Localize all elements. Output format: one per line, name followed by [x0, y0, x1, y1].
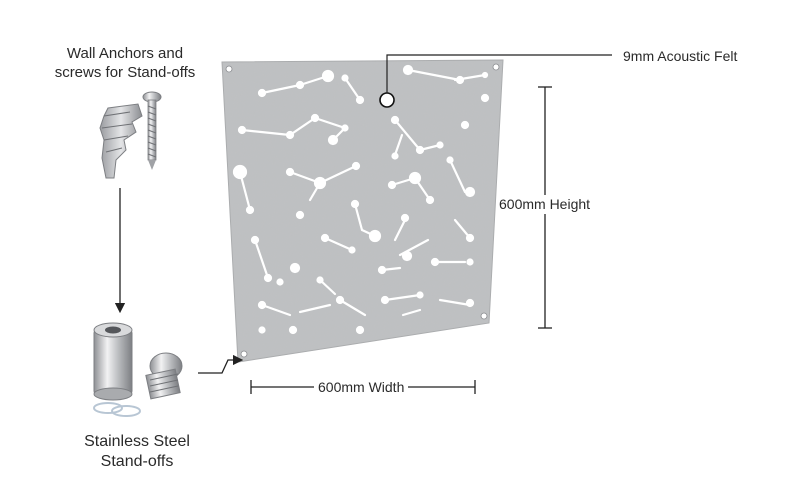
- standoffs-label-line2: Stand-offs: [100, 453, 174, 470]
- standoff-to-panel-arrow: [198, 354, 244, 374]
- acoustic-felt-panel: [221, 59, 504, 363]
- standoff-barrel-icon: [93, 322, 133, 401]
- standoff-washer-icon: [93, 402, 141, 417]
- height-label: 600mm Height: [497, 195, 593, 214]
- panel-corner-holes: [225, 63, 500, 358]
- acoustic-felt-label: 9mm Acoustic Felt: [623, 48, 738, 64]
- constellation-pattern: [232, 64, 490, 335]
- wall-anchor-icon: [99, 103, 143, 179]
- screw-icon: [142, 91, 162, 170]
- wall-anchors-label: Wall Anchors and screws for Stand-offs: [40, 44, 210, 82]
- standoff-cap-screw-icon: [145, 352, 183, 400]
- standoffs-label-line1: Stainless Steel: [84, 433, 190, 450]
- wall-anchors-label-line1: Wall Anchors and: [66, 45, 184, 62]
- felt-callout: [379, 54, 612, 108]
- width-label: 600mm Width: [314, 378, 409, 397]
- wall-anchors-label-line2: screws for Stand-offs: [54, 64, 196, 81]
- standoffs-label: Stainless Steel Stand-offs: [62, 432, 212, 472]
